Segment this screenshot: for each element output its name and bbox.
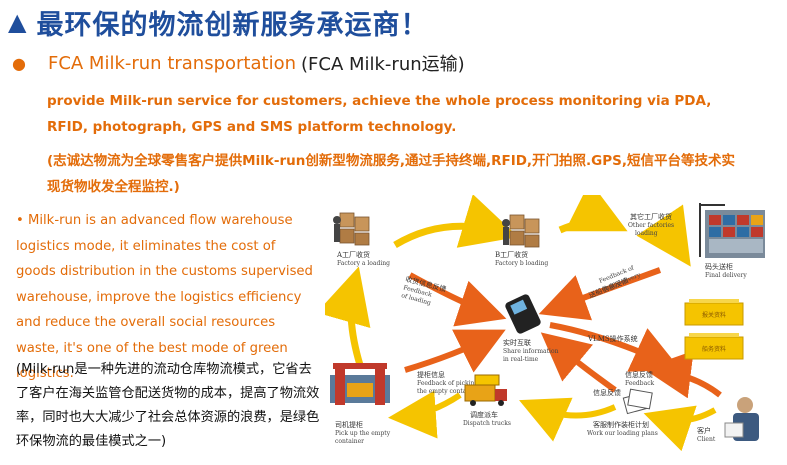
other-factories-en2: loading xyxy=(635,230,658,237)
customs-docs-icon: 报关资料 xyxy=(684,299,744,326)
papers-icon xyxy=(622,388,653,415)
final-delivery-cn: 码头送柜 xyxy=(705,262,733,271)
arrow-pickup-to-a xyxy=(325,266,371,367)
other-factories-en1: Other factories xyxy=(628,222,674,229)
truck-icon xyxy=(464,374,507,406)
shipping-docs-icon: 船务资料 xyxy=(684,333,744,360)
intro-en: provide Milk-run service for customers, … xyxy=(47,93,712,135)
vlms-label: VLMS操作系统 xyxy=(587,334,638,343)
pickup-feedback-cn: 提柜信息 xyxy=(417,370,445,379)
pickup-en1: Pick up the empty xyxy=(335,430,391,437)
factory-b-label-en: Factory b loading xyxy=(495,260,548,267)
doc2-label: 船务资料 xyxy=(702,345,726,353)
factory-a-icon xyxy=(333,212,370,246)
info-feedback-cn: 信息反馈 xyxy=(593,388,621,397)
dispatch-en: Dispatch trucks xyxy=(463,420,511,427)
page-title: ▲ 最环保的物流创新服务承运商！ xyxy=(8,2,428,42)
bullet-icon: ● xyxy=(12,53,26,73)
client-cn: 客户 xyxy=(697,426,711,435)
arrow-plan-to-dispatch xyxy=(519,397,617,442)
arrow-feedback-final xyxy=(538,267,662,321)
client-icon xyxy=(724,397,759,441)
arrow-info-feedback xyxy=(540,332,617,393)
factory-a-label-en: Factory a loading xyxy=(337,260,390,267)
plan-en: Work our loading plans xyxy=(587,430,658,437)
realtime-en1: Share information xyxy=(503,348,559,355)
arrow-a-to-b xyxy=(393,195,519,249)
plan-cn: 客服制作装柜计划 xyxy=(593,420,649,429)
realtime-cn: 实时互联 xyxy=(503,338,531,347)
arrow-vlms xyxy=(549,322,681,372)
pickup-feedback-en1: Feedback of picking up xyxy=(417,380,488,387)
body-en: • Milk-run is an advanced flow warehouse… xyxy=(16,213,313,381)
intro-cn: (志诚达物流为全球零售客户提供Milk-run创新型物流服务,通过手持终端,RF… xyxy=(47,153,736,195)
pickup-en2: container xyxy=(335,438,364,445)
pickup-feedback-en2: the empty container xyxy=(417,388,479,395)
port-icon xyxy=(699,203,765,258)
pickup-cn: 司机提柜 xyxy=(335,420,363,429)
pda-icon xyxy=(505,294,541,334)
arrow-dispatch-to-pickup xyxy=(388,390,462,439)
section-heading: ● FCA Milk-run transportation (FCA Milk-… xyxy=(12,50,465,76)
final-delivery-en: Final delivery xyxy=(705,272,747,279)
arrow-pickup-feedback xyxy=(404,329,506,373)
doc1-label: 报关资料 xyxy=(702,311,726,319)
realtime-en2: in real-time xyxy=(503,356,539,363)
arrow-b-to-other xyxy=(558,195,628,234)
factory-b-label-cn: B工厂收货 xyxy=(495,250,528,259)
body-cn: (Milk-run是一种先进的流动仓库物流模式，它省去了客户在海关监管仓配送货物… xyxy=(16,362,320,449)
section-title-cn: (FCA Milk-run运输) xyxy=(301,54,465,75)
triangle-icon: ▲ xyxy=(8,8,27,36)
arrow-feedback-loading xyxy=(408,272,507,327)
factory-b-icon xyxy=(502,214,540,248)
page-title-text: 最环保的物流创新服务承运商！ xyxy=(36,9,429,41)
arrow-other-to-port xyxy=(636,204,691,267)
client-en: Client xyxy=(697,436,716,443)
arrow-client-to-plan xyxy=(643,405,717,452)
info-feedback-label-cn: 信息反馈 xyxy=(625,370,653,379)
dispatch-cn: 调度派车 xyxy=(470,410,498,419)
crane-icon xyxy=(330,363,390,405)
factory-a-label-cn: A工厂收货 xyxy=(336,250,370,259)
section-title-en: FCA Milk-run transportation xyxy=(47,52,296,74)
arrow-client-feedback xyxy=(643,350,722,399)
other-factories-cn: 其它工厂收货 xyxy=(630,212,672,221)
milk-run-diagram: A工厂收货 Factory a loading B工厂收货 Factory b … xyxy=(325,195,765,452)
info-feedback-label-en: Feedback xyxy=(625,380,655,387)
